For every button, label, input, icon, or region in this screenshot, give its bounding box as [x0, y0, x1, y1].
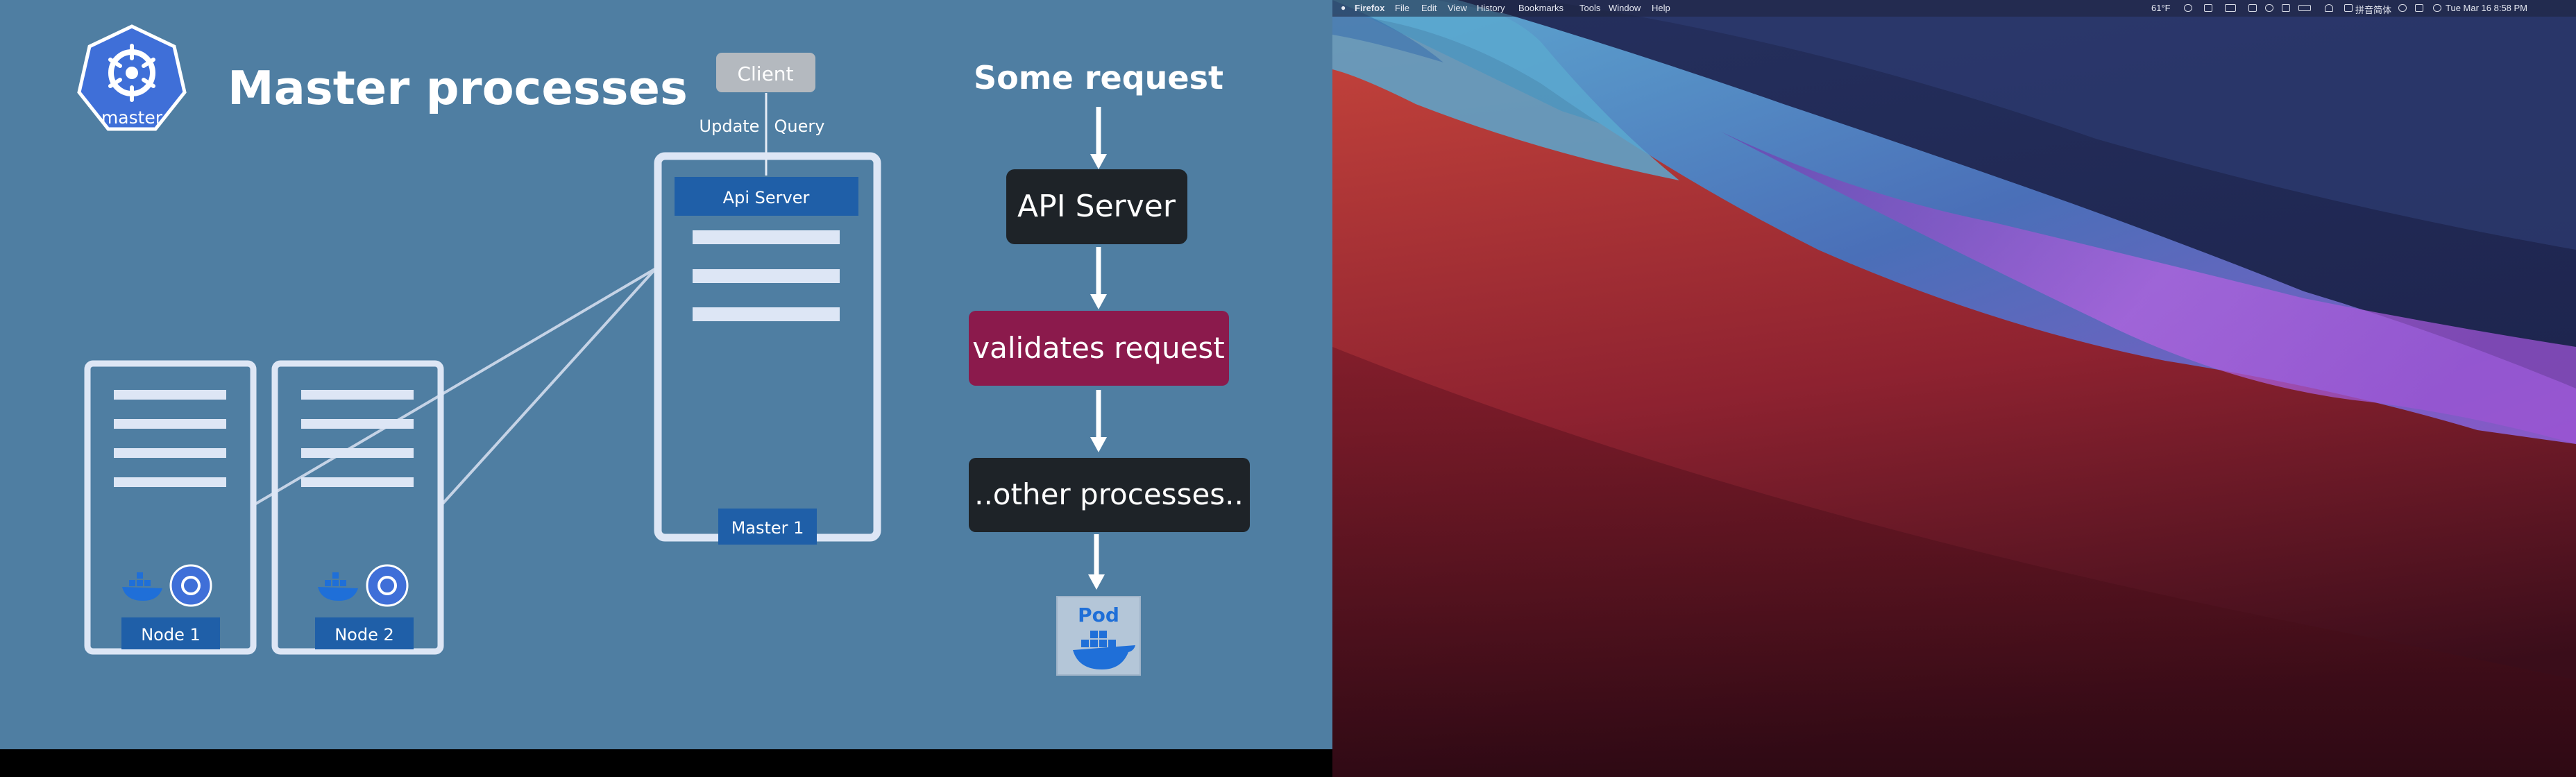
- flow-step-api-server-label: API Server: [1017, 189, 1176, 224]
- kubernetes-master-logo: master: [77, 24, 187, 131]
- menu-item-bookmarks[interactable]: Bookmarks: [1518, 3, 1564, 13]
- flow-step-other-label: ..other processes..: [974, 477, 1244, 511]
- update-label: Update: [700, 117, 760, 136]
- control-center-icon[interactable]: [2415, 4, 2423, 12]
- node-2-server: Node 2: [271, 360, 444, 655]
- pod-label: Pod: [1078, 604, 1119, 626]
- flow-arrows: [1088, 107, 1107, 590]
- apple-icon[interactable]: ●: [1341, 3, 1346, 12]
- status-icon[interactable]: [2184, 4, 2192, 12]
- status-icon[interactable]: [2225, 4, 2236, 12]
- desktop-area: ● Firefox File Edit View History Bookmar…: [1332, 0, 2576, 777]
- master-server: Api Server Master 1: [654, 152, 881, 545]
- menu-item-history[interactable]: History: [1477, 3, 1505, 13]
- node-2-label-box: [315, 617, 414, 649]
- menu-item-file[interactable]: File: [1395, 3, 1409, 13]
- search-icon[interactable]: [2398, 4, 2407, 12]
- node-2-label: Node 2: [334, 625, 394, 644]
- slide-letterbox: [0, 749, 1332, 777]
- kubernetes-master-diagram: master Master processes Client Update Qu…: [77, 24, 1250, 676]
- status-icon[interactable]: [2265, 4, 2273, 12]
- kubelet-icon: [169, 564, 212, 607]
- input-method-icon[interactable]: [2344, 4, 2353, 12]
- presentation-slide: master Master processes Client Update Qu…: [0, 0, 1332, 749]
- flow-heading: Some request: [974, 59, 1223, 96]
- slide-title: Master processes: [228, 61, 688, 115]
- node-1-server: Node 1: [84, 360, 257, 655]
- api-server-bar-label: Api Server: [723, 188, 810, 207]
- node-1-label: Node 1: [141, 625, 201, 644]
- battery-icon[interactable]: [2298, 5, 2311, 11]
- kubelet-icon: [366, 564, 409, 607]
- master-label-box: [718, 509, 817, 545]
- siri-icon[interactable]: [2433, 4, 2441, 12]
- docker-icon: [122, 572, 162, 601]
- flow-step-api-server: [1006, 169, 1187, 244]
- master-label: Master 1: [731, 518, 804, 538]
- menu-item-edit[interactable]: Edit: [1421, 3, 1437, 13]
- pod-icon: Pod: [1056, 596, 1141, 676]
- menu-clock[interactable]: Tue Mar 16 8:58 PM: [2446, 3, 2528, 13]
- client-label: Client: [737, 62, 793, 85]
- desktop-wallpaper: [1332, 0, 2576, 777]
- docker-icon: [318, 572, 358, 601]
- flow-step-validates: [969, 311, 1229, 386]
- menu-item-help[interactable]: Help: [1652, 3, 1670, 13]
- query-label: Query: [774, 117, 825, 136]
- menu-item-tools[interactable]: Tools: [1579, 3, 1601, 13]
- flow-step-validates-label: validates request: [972, 331, 1225, 365]
- node-1-label-box: [121, 617, 220, 649]
- input-method-label[interactable]: 拼音简体: [2355, 5, 2392, 15]
- status-icon[interactable]: [2282, 4, 2290, 12]
- menu-item-window[interactable]: Window: [1609, 3, 1641, 13]
- wifi-icon[interactable]: [2325, 4, 2333, 12]
- weather-temperature[interactable]: 61°F: [2151, 3, 2171, 13]
- master-logo-label: master: [101, 108, 163, 128]
- mac-menu-bar: ● Firefox File Edit View History Bookmar…: [1332, 0, 2576, 17]
- flow-step-other: [969, 458, 1250, 532]
- status-icon[interactable]: [2248, 4, 2257, 12]
- connection-lines: [253, 93, 768, 506]
- client-box: [716, 53, 815, 92]
- menu-app-name[interactable]: Firefox: [1355, 3, 1385, 13]
- menu-item-view[interactable]: View: [1448, 3, 1467, 13]
- api-server-bar: [675, 177, 858, 216]
- status-icon[interactable]: [2204, 4, 2212, 12]
